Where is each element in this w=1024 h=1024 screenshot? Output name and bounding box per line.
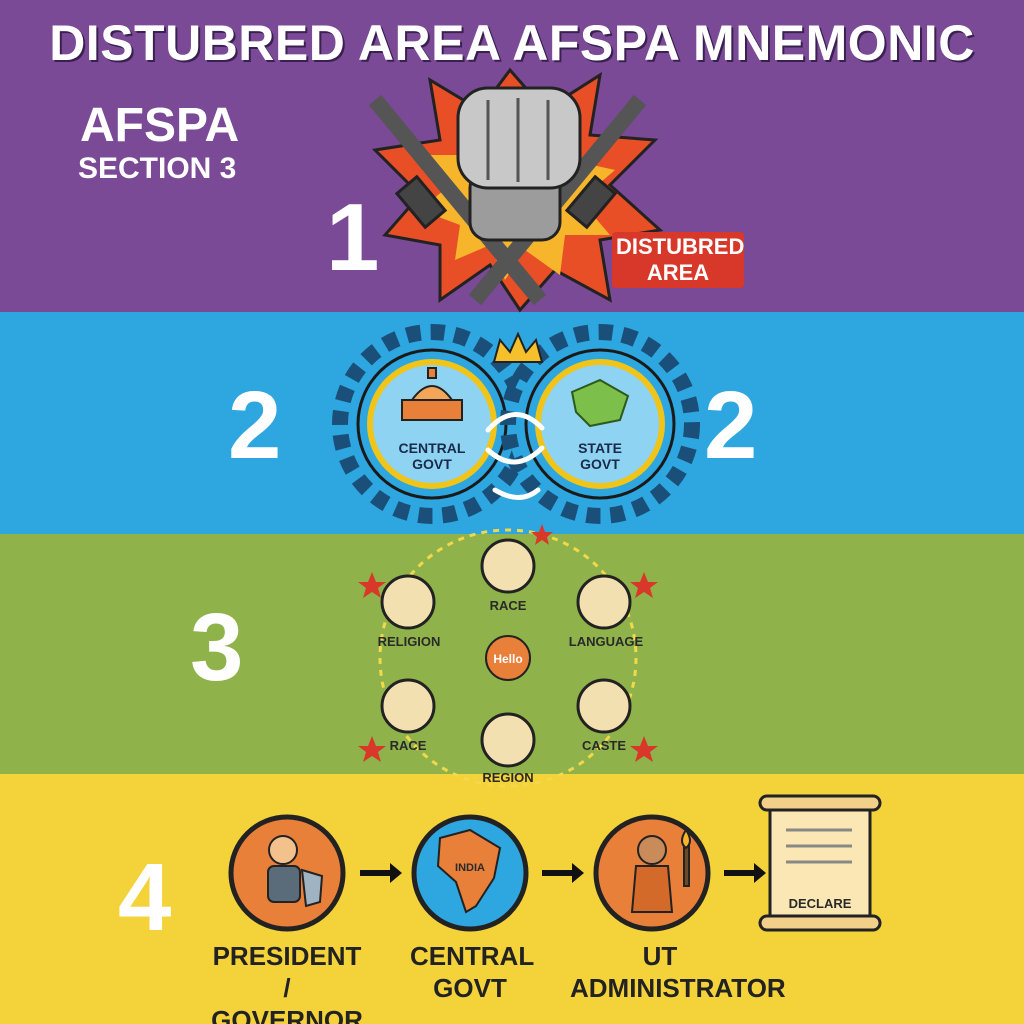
disturbed-area-tag: DISTUBRED AREA <box>612 232 744 288</box>
scroll-icon <box>758 794 882 932</box>
step-ut-administrator: UT ADMINISTRATOR <box>570 941 786 1003</box>
swap-arrows-icon <box>485 412 545 500</box>
arrow-icons <box>360 863 766 883</box>
star-icons <box>358 524 658 762</box>
india-map-icon <box>436 828 502 914</box>
number-3: 3 <box>190 594 244 701</box>
state-map-icon <box>570 378 630 428</box>
crown-icon <box>492 331 544 363</box>
item-caste: CASTE <box>581 738 627 753</box>
india-label: INDIA <box>455 862 485 874</box>
number-2-left: 2 <box>228 372 282 479</box>
administrator-icon <box>630 828 691 913</box>
fist-icon <box>456 86 582 242</box>
step-central-govt: CENTRAL GOVT <box>410 941 535 1003</box>
number-1: 1 <box>326 184 380 291</box>
page-title: DISTUBRED AREA AFSPA MNEMONIC <box>49 15 975 71</box>
person-icon <box>267 835 324 908</box>
item-circles <box>380 538 632 768</box>
item-religion: RELIGION <box>377 634 441 649</box>
number-2-right: 2 <box>704 372 758 479</box>
declare-label: DECLARE <box>788 896 852 911</box>
item-region: REGION <box>482 770 534 785</box>
speech-center-icon <box>485 635 531 681</box>
central-govt-gear-label: CENTRAL GOVT <box>398 440 466 472</box>
header-section: SECTION 3 <box>78 152 237 185</box>
orbit-ring <box>378 528 638 788</box>
item-race-bottom: RACE <box>389 738 427 753</box>
step-president-governor: PRESIDENT / GOVERNOR <box>211 941 363 1024</box>
item-race-top: RACE <box>489 598 527 613</box>
number-4: 4 <box>118 844 172 951</box>
item-language: LANGUAGE <box>568 634 644 649</box>
left-gear-icon <box>332 324 532 524</box>
center-hello-label: Hello <box>493 652 523 666</box>
capitol-building-icon <box>401 367 463 421</box>
header-afspa: AFSPA <box>80 99 240 152</box>
state-govt-gear-label: STATE GOVT <box>578 440 622 472</box>
